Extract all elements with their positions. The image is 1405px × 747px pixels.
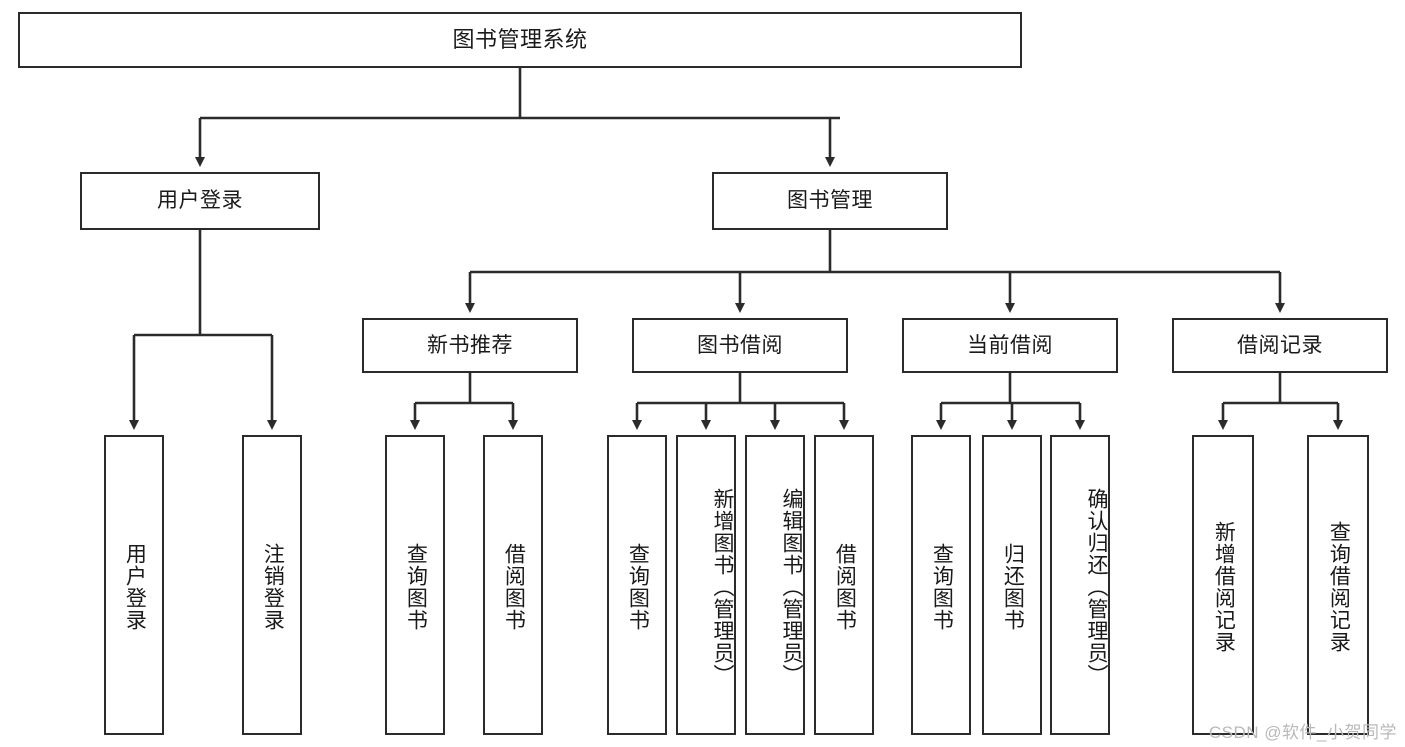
node-leaf-borrow-book-2[interactable]: 借阅图书 [814, 435, 874, 735]
node-new-book-recommend-label: 新书推荐 [427, 333, 513, 357]
node-leaf-query-borrow-record-label: 查询借阅记录 [1327, 521, 1351, 653]
node-current-borrow[interactable]: 当前借阅 [902, 318, 1118, 373]
node-leaf-add-book-admin-label: 新增图书（管理员） [711, 488, 734, 686]
node-new-book-recommend[interactable]: 新书推荐 [362, 318, 578, 373]
node-leaf-user-logout-label: 注销登录 [261, 543, 285, 631]
node-leaf-borrow-book-1[interactable]: 借阅图书 [483, 435, 543, 735]
node-root[interactable]: 图书管理系统 [18, 12, 1022, 68]
watermark: CSDN @软件_小贺同学 [1208, 723, 1397, 742]
node-book-borrow[interactable]: 图书借阅 [632, 318, 848, 373]
node-leaf-query-borrow-record[interactable]: 查询借阅记录 [1307, 435, 1369, 735]
node-book-borrow-label: 图书借阅 [697, 333, 783, 357]
node-borrow-record[interactable]: 借阅记录 [1172, 318, 1388, 373]
node-leaf-user-logout[interactable]: 注销登录 [242, 435, 302, 735]
node-leaf-confirm-return-admin-label: 确认归还（管理员） [1085, 488, 1108, 686]
node-book-manage-label: 图书管理 [787, 189, 873, 213]
node-leaf-borrow-book-2-label: 借阅图书 [833, 543, 857, 631]
node-leaf-query-book-3-label: 查询图书 [930, 543, 954, 631]
node-book-manage[interactable]: 图书管理 [712, 172, 948, 230]
node-current-borrow-label: 当前借阅 [967, 333, 1053, 357]
node-leaf-query-book-2-label: 查询图书 [626, 543, 650, 631]
node-leaf-edit-book-admin[interactable]: 编辑图书（管理员） [745, 435, 805, 735]
node-leaf-query-book-1-label: 查询图书 [404, 543, 428, 631]
node-leaf-confirm-return-admin[interactable]: 确认归还（管理员） [1050, 435, 1110, 735]
node-leaf-add-book-admin[interactable]: 新增图书（管理员） [676, 435, 736, 735]
node-leaf-query-book-3[interactable]: 查询图书 [911, 435, 971, 735]
node-leaf-edit-book-admin-label: 编辑图书（管理员） [780, 488, 803, 686]
node-user-login[interactable]: 用户登录 [80, 172, 320, 230]
node-leaf-return-book-label: 归还图书 [1001, 543, 1025, 631]
node-leaf-query-book-1[interactable]: 查询图书 [385, 435, 445, 735]
node-user-login-label: 用户登录 [157, 189, 243, 213]
node-leaf-return-book[interactable]: 归还图书 [982, 435, 1042, 735]
node-leaf-borrow-book-1-label: 借阅图书 [502, 543, 526, 631]
node-leaf-user-login-label: 用户登录 [123, 543, 147, 631]
node-leaf-query-book-2[interactable]: 查询图书 [607, 435, 667, 735]
node-root-label: 图书管理系统 [452, 26, 588, 52]
node-leaf-add-borrow-record[interactable]: 新增借阅记录 [1192, 435, 1254, 735]
node-leaf-add-borrow-record-label: 新增借阅记录 [1212, 521, 1236, 653]
node-leaf-user-login[interactable]: 用户登录 [104, 435, 164, 735]
node-borrow-record-label: 借阅记录 [1237, 333, 1323, 357]
